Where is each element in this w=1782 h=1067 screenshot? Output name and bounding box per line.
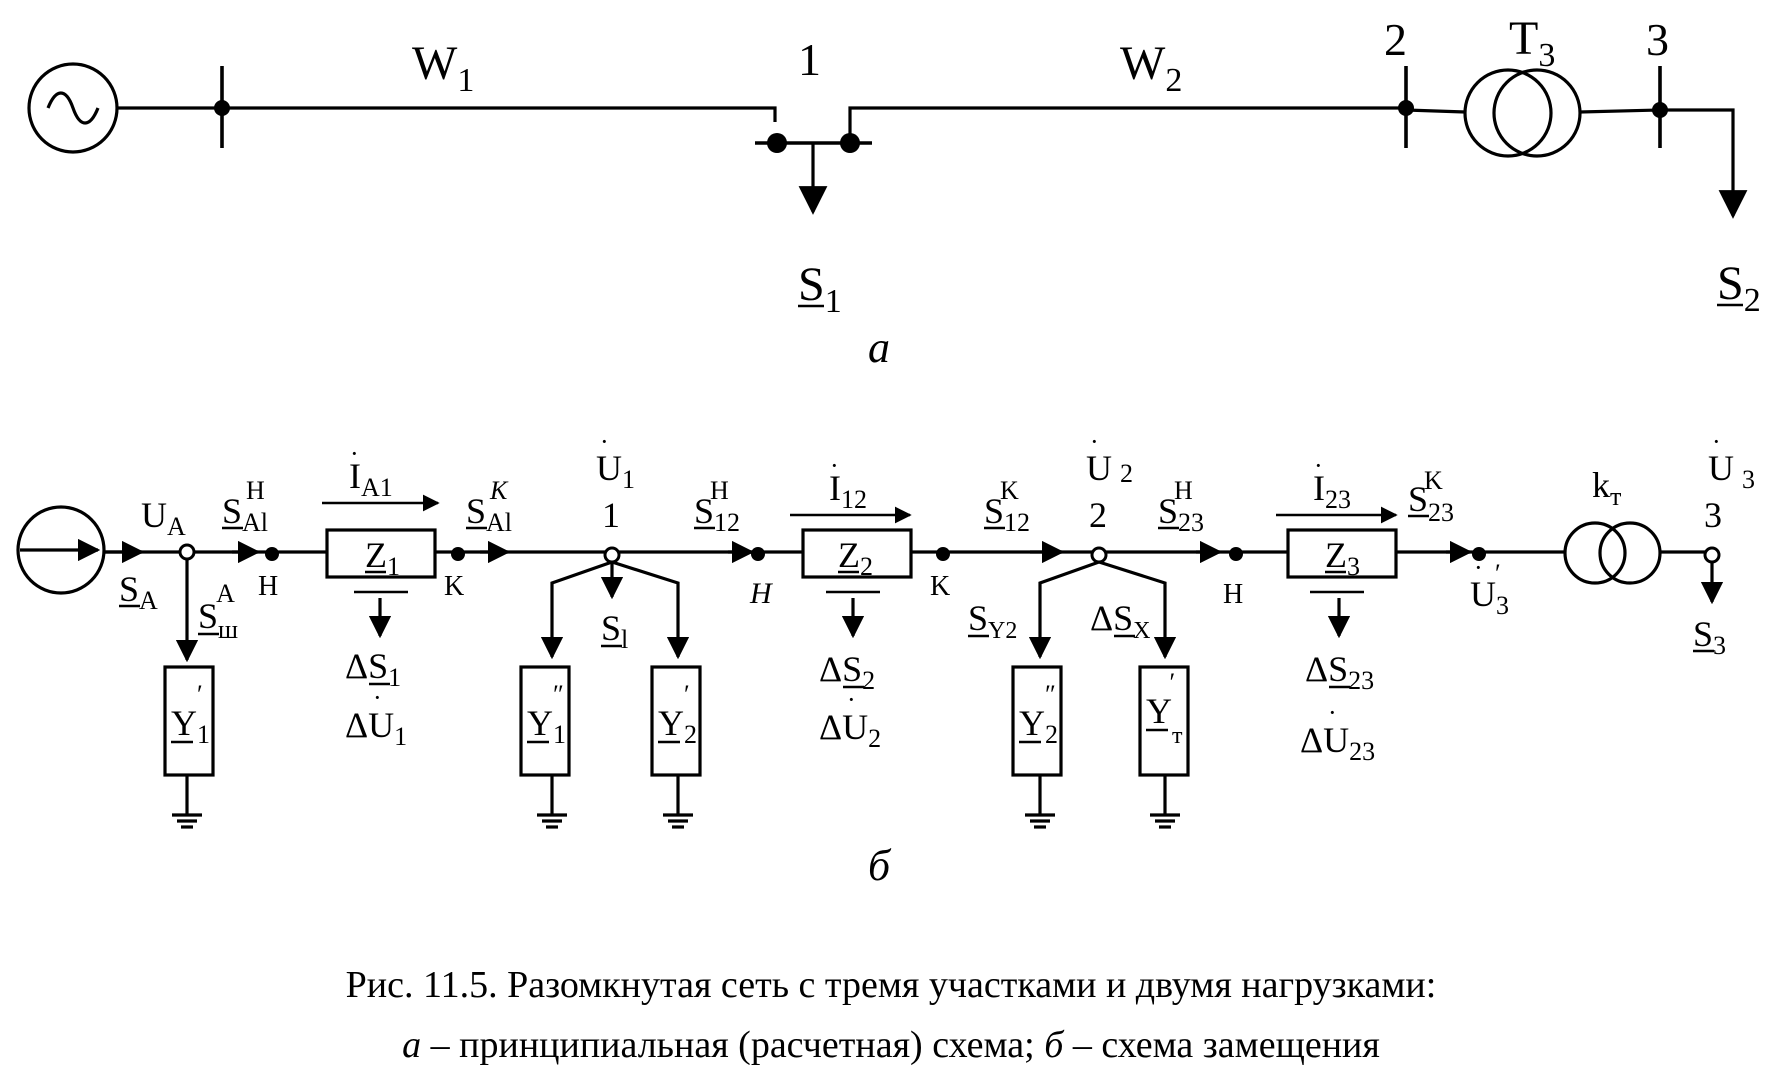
line-w1 xyxy=(117,106,777,122)
svg-text:·: · xyxy=(1314,451,1323,480)
diagram-a-label: а xyxy=(868,323,890,372)
dsx-label: ΔSX xyxy=(1090,598,1151,644)
s23k-label: S23K xyxy=(1408,466,1454,527)
salh-label: SAlH xyxy=(222,476,268,537)
h3-label: H xyxy=(1223,579,1243,610)
y2-prime-box xyxy=(650,665,702,777)
s12h-label: S12H xyxy=(694,476,740,537)
k1-label: K xyxy=(444,571,464,602)
n1-label: 1 xyxy=(602,495,620,535)
node-2-label: 2 xyxy=(1384,14,1407,65)
svg-text:·: · xyxy=(847,685,856,714)
k2-label: K xyxy=(930,571,950,602)
y2-dprime-box xyxy=(1011,665,1063,777)
diagram-b: UA SA Y1′ SшA SAlH H Z1 IA1 · ΔS1 ΔU1 · … xyxy=(16,427,1755,890)
t3-label: T3 xyxy=(1509,12,1555,74)
y1-dprime-label: Y1″ xyxy=(527,680,566,749)
sy2-label: SY2 xyxy=(968,598,1017,644)
sshA-label: SшA xyxy=(198,579,238,644)
ds1-label: ΔS1 xyxy=(345,646,401,692)
i12-label: I12 xyxy=(829,468,867,514)
node-1-label: 1 xyxy=(798,34,821,85)
h1-label: H xyxy=(258,571,278,602)
s12k-label: S12K xyxy=(984,476,1030,537)
svg-text:·: · xyxy=(830,451,839,480)
yt-label: Yт′ xyxy=(1146,668,1183,749)
i23-label: I23 xyxy=(1313,468,1351,514)
u1-label: U1 xyxy=(596,448,635,494)
z3-box xyxy=(1286,528,1398,579)
salk-label: SAlK xyxy=(466,476,512,537)
ds2-label: ΔS2 xyxy=(819,649,875,695)
w1-label: W1 xyxy=(412,37,474,99)
svg-text:·: · xyxy=(350,439,359,468)
ua-label: UA xyxy=(141,495,186,541)
generator-icon xyxy=(27,62,119,154)
z3-label: Z3 xyxy=(1325,535,1360,581)
ground-icon xyxy=(172,775,202,829)
z2-box xyxy=(801,528,913,579)
h2-label: H xyxy=(749,577,774,610)
ground-icon xyxy=(537,775,567,829)
ds23-label: ΔS23 xyxy=(1305,649,1374,695)
ia1-label: IA1 xyxy=(349,456,393,502)
s23h-label: S23H xyxy=(1158,476,1204,537)
line-w2 xyxy=(848,106,1406,143)
z1-box xyxy=(325,528,437,579)
svg-text:·: · xyxy=(373,683,382,712)
du2-label: ΔU2 xyxy=(819,707,881,753)
n3-label: 3 xyxy=(1704,495,1722,535)
transformer-kt-icon xyxy=(1563,521,1662,585)
z2-label: Z2 xyxy=(838,535,873,581)
node-a xyxy=(178,543,196,561)
du23-label: ΔU23 xyxy=(1300,720,1375,766)
y1-prime-box xyxy=(163,665,215,777)
s2-label: S2 xyxy=(1717,257,1761,319)
caption-line-1: Рис. 11.5. Разомкнутая сеть с тремя учас… xyxy=(346,964,1437,1006)
node-1 xyxy=(603,546,621,564)
svg-text:·: · xyxy=(600,427,609,456)
u3p-label: U3′ xyxy=(1470,559,1509,620)
ground-icon xyxy=(1150,775,1180,829)
y2-prime-label: Y2′ xyxy=(658,680,697,749)
transformer-t3-icon xyxy=(1463,68,1582,158)
svg-text:·: · xyxy=(1328,698,1337,727)
y2-dprime-label: Y2″ xyxy=(1019,680,1058,749)
load-s2-arrow xyxy=(1660,108,1748,219)
kt-label: kт xyxy=(1592,465,1621,511)
y1-dprime-box xyxy=(519,665,571,777)
current-source-icon xyxy=(16,505,106,595)
svg-text:·: · xyxy=(1090,427,1099,456)
ground-icon xyxy=(1025,775,1055,829)
y1-prime-label: Y1′ xyxy=(171,680,210,749)
n2-label: 2 xyxy=(1089,495,1107,535)
node-3-label: 3 xyxy=(1646,14,1669,65)
svg-text:·: · xyxy=(1474,553,1483,582)
z1-label: Z1 xyxy=(365,535,400,581)
svg-text:·: · xyxy=(1712,427,1721,456)
ground-icon xyxy=(663,775,693,829)
s3-label: S3 xyxy=(1693,614,1726,660)
sl-label: Sl xyxy=(601,608,628,654)
du1-label: ΔU1 xyxy=(345,705,407,751)
diagram-a: W1 1 S1 W2 2 T3 3 S2 а xyxy=(27,12,1761,372)
sa-label: SA xyxy=(119,569,158,615)
w2-label: W2 xyxy=(1120,37,1182,99)
node-2 xyxy=(1090,546,1108,564)
s1-label: S1 xyxy=(798,258,842,320)
node-3 xyxy=(1703,546,1721,564)
caption-line-2: а – принципиальная (расчетная) схема; б … xyxy=(402,1024,1380,1066)
diagram-b-label: б xyxy=(868,841,892,890)
